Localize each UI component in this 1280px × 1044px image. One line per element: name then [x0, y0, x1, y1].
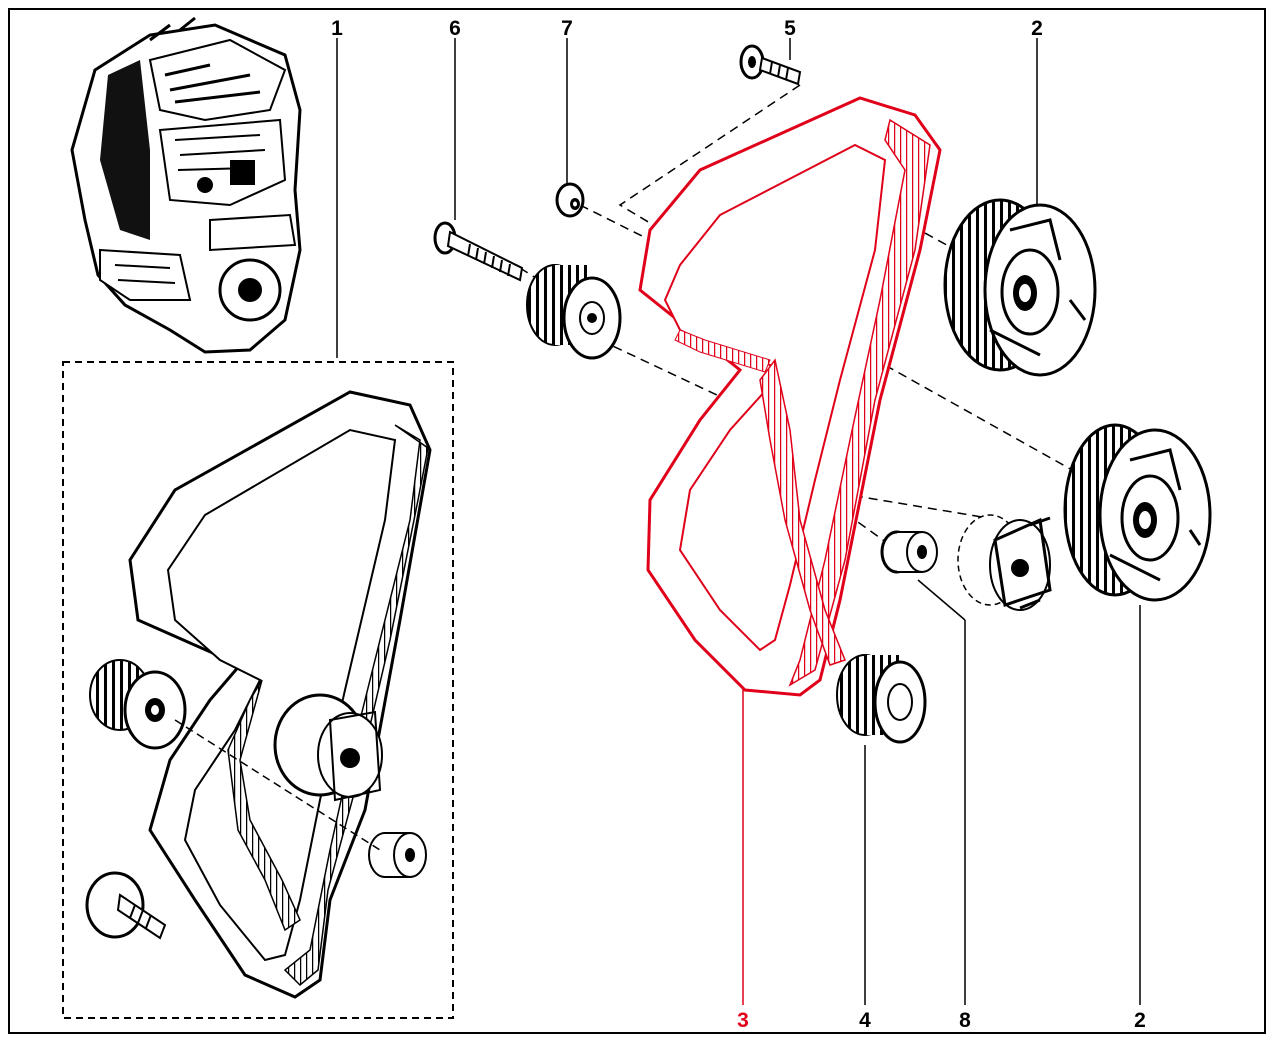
callout-5: 5 — [784, 17, 796, 40]
callout-7: 7 — [561, 17, 573, 40]
part-4-crankshaft-sprocket — [836, 654, 927, 744]
callout-1: 1 — [331, 17, 343, 40]
part-8-spacer — [880, 530, 938, 574]
callout-8: 8 — [959, 1009, 971, 1032]
kit-tensioner — [273, 693, 383, 802]
part-6-long-bolt — [433, 221, 524, 282]
timing-belt-red — [638, 96, 942, 697]
kit-bolt — [85, 871, 167, 940]
tensioner-pulley — [957, 514, 1052, 611]
callout-4: 4 — [859, 1009, 871, 1032]
kit-timing-belt — [128, 390, 432, 999]
leader-lines — [336, 38, 1141, 1005]
kit-dashed-box — [62, 361, 454, 1019]
engine-illustration — [70, 16, 302, 354]
diagram-frame — [8, 8, 1266, 1034]
part-7-nut — [555, 182, 585, 218]
callout-2-top: 2 — [1031, 17, 1043, 40]
callout-3: 3 — [737, 1009, 749, 1032]
kit-idler-roller — [89, 659, 187, 750]
callout-2-bottom: 2 — [1134, 1009, 1146, 1032]
kit-spacer — [368, 832, 427, 878]
part-2-camshaft-pulley-lower — [1063, 423, 1212, 602]
part-2-camshaft-pulley-upper — [943, 198, 1097, 377]
callout-6: 6 — [449, 17, 461, 40]
part-5-bolt — [739, 44, 802, 86]
idler-roller — [526, 264, 622, 360]
